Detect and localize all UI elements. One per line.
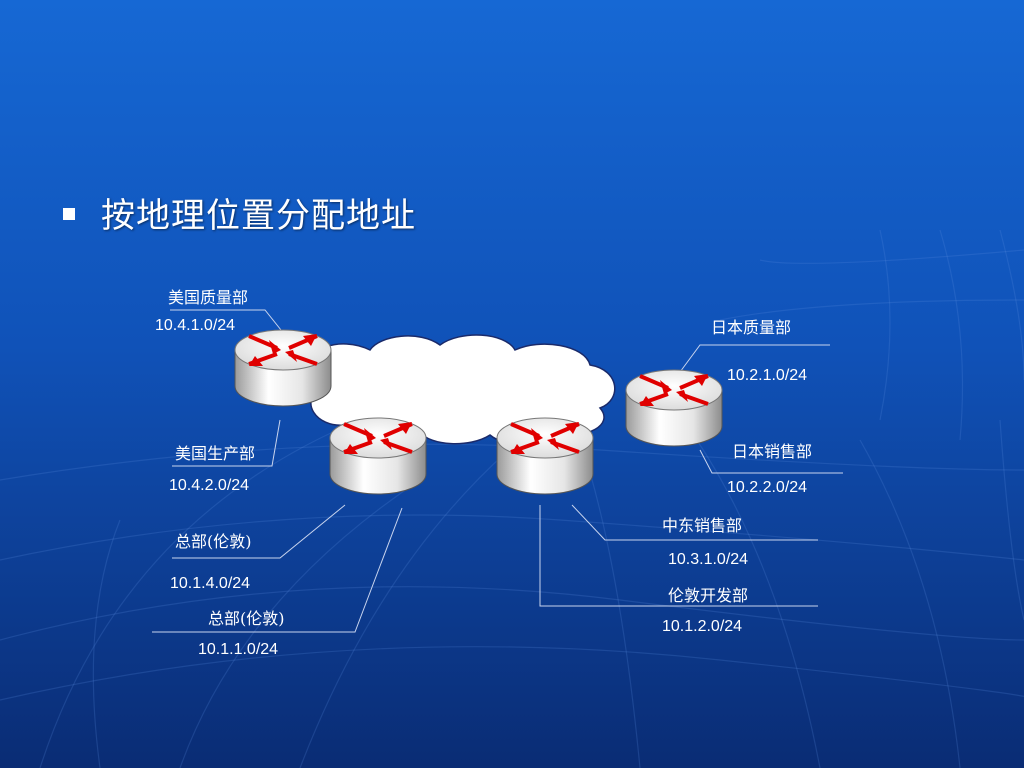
label-london-dev: 伦敦开发部 [668,586,749,605]
ip-london-dev: 10.1.2.0/24 [662,618,743,635]
ip-us-quality: 10.4.1.0/24 [155,317,236,334]
ip-japan-sales: 10.2.2.0/24 [727,479,808,496]
label-hq-london-2: 总部(伦敦) [208,609,285,628]
ip-japan-quality: 10.2.1.0/24 [727,367,808,384]
bullet-marker [63,208,75,220]
label-us-quality: 美国质量部 [168,288,249,307]
label-japan-sales: 日本销售部 [732,442,813,461]
connector-lines [152,309,843,633]
router-icon [495,416,595,496]
slide-bullet-text: 按地理位置分配地址 [101,196,416,236]
router-icon [328,416,428,496]
router-icon [233,328,333,408]
label-hq-london-1: 总部(伦敦) [175,532,252,551]
ip-hq-london-1: 10.1.4.0/24 [170,575,251,592]
ip-mideast-sales: 10.3.1.0/24 [668,551,749,568]
label-japan-quality: 日本质量部 [711,318,792,337]
label-us-production: 美国生产部 [175,444,256,463]
label-mideast-sales: 中东销售部 [662,516,743,535]
router-icon [624,368,724,448]
ip-us-production: 10.4.2.0/24 [169,477,250,494]
ip-hq-london-2: 10.1.1.0/24 [198,641,279,658]
